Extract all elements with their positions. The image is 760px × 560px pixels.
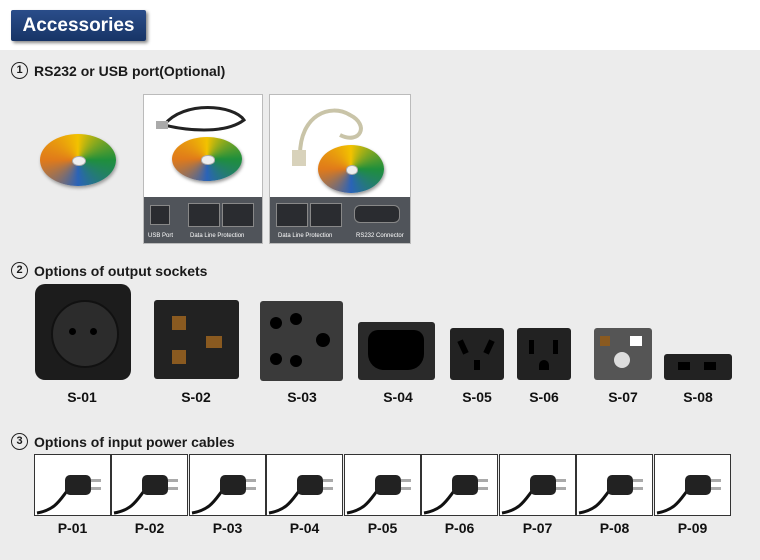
socket-s04-image bbox=[358, 322, 435, 380]
cable-label: P-05 bbox=[367, 520, 398, 536]
power-plug-icon bbox=[423, 475, 488, 515]
software-cd-image bbox=[318, 145, 384, 193]
cable-label: P-03 bbox=[212, 520, 243, 536]
power-plug-icon bbox=[268, 475, 333, 515]
serial-cable-icon bbox=[292, 108, 363, 166]
section-number: 1 bbox=[11, 62, 28, 79]
section-3-heading: 3 Options of input power cables bbox=[11, 433, 235, 450]
cable-p09-image bbox=[654, 454, 731, 516]
software-cd-image bbox=[172, 137, 242, 181]
socket-s07-image bbox=[594, 328, 652, 380]
power-plug-icon bbox=[346, 475, 411, 515]
rj45-port-icon bbox=[188, 203, 220, 227]
page-title: Accessories bbox=[11, 10, 146, 41]
cable-p03-image bbox=[189, 454, 266, 516]
port-label: RS232 Connector bbox=[356, 233, 404, 239]
socket-s06-image bbox=[517, 328, 571, 380]
socket-s01-image bbox=[35, 284, 131, 380]
socket-label: S-07 bbox=[608, 389, 638, 405]
section-title: Options of input power cables bbox=[34, 433, 235, 450]
section-title: RS232 or USB port(Optional) bbox=[34, 62, 226, 79]
port-label: Data Line Protection bbox=[278, 233, 333, 239]
socket-s08-image bbox=[664, 354, 732, 380]
db9-connector-icon bbox=[354, 205, 400, 223]
rs232-port-photo: Data Line Protection RS232 Connector bbox=[269, 94, 411, 244]
socket-label: S-02 bbox=[181, 389, 211, 405]
section-1-heading: 1 RS232 or USB port(Optional) bbox=[11, 62, 225, 79]
section-number: 2 bbox=[11, 262, 28, 279]
socket-label: S-08 bbox=[683, 389, 713, 405]
port-panel: USB Port Data Line Protection bbox=[144, 197, 262, 243]
usb-cable-icon bbox=[156, 106, 247, 132]
cable-label: P-07 bbox=[522, 520, 553, 536]
cable-p05-image bbox=[344, 454, 421, 516]
cable-label: P-02 bbox=[134, 520, 165, 536]
socket-label: S-03 bbox=[287, 389, 317, 405]
software-cd-image bbox=[40, 134, 116, 186]
cable-p06-image bbox=[421, 454, 498, 516]
port-label: USB Port bbox=[148, 233, 174, 239]
socket-s05-image bbox=[450, 328, 504, 380]
power-plug-icon bbox=[36, 475, 101, 515]
power-plug-icon bbox=[578, 475, 643, 515]
cable-p04-image bbox=[266, 454, 343, 516]
section-2-heading: 2 Options of output sockets bbox=[11, 262, 207, 279]
socket-s02-image bbox=[154, 300, 239, 379]
port-label: Data Line Protection bbox=[190, 233, 245, 239]
power-plug-icon bbox=[501, 475, 566, 515]
usb-port-icon bbox=[150, 205, 170, 225]
cable-label: P-06 bbox=[444, 520, 475, 536]
cable-label: P-09 bbox=[677, 520, 708, 536]
socket-label: S-04 bbox=[383, 389, 413, 405]
section-title: Options of output sockets bbox=[34, 262, 208, 279]
cable-label: P-04 bbox=[289, 520, 320, 536]
socket-label: S-06 bbox=[529, 389, 559, 405]
socket-label: S-05 bbox=[462, 389, 492, 405]
power-plug-icon bbox=[656, 475, 721, 515]
socket-s03-image bbox=[260, 301, 343, 381]
section-number: 3 bbox=[11, 433, 28, 450]
rj45-port-icon bbox=[310, 203, 342, 227]
cable-p01-image bbox=[34, 454, 111, 516]
socket-label: S-01 bbox=[67, 389, 97, 405]
cable-p07-image bbox=[499, 454, 576, 516]
port-panel: Data Line Protection RS232 Connector bbox=[270, 197, 410, 243]
power-plug-icon bbox=[191, 475, 256, 515]
rj45-port-icon bbox=[222, 203, 254, 227]
usb-port-photo: USB Port Data Line Protection bbox=[143, 94, 263, 244]
cable-label: P-08 bbox=[599, 520, 630, 536]
power-plug-icon bbox=[113, 475, 178, 515]
cable-p08-image bbox=[576, 454, 653, 516]
cable-p02-image bbox=[111, 454, 188, 516]
rj45-port-icon bbox=[276, 203, 308, 227]
cable-label: P-01 bbox=[57, 520, 88, 536]
